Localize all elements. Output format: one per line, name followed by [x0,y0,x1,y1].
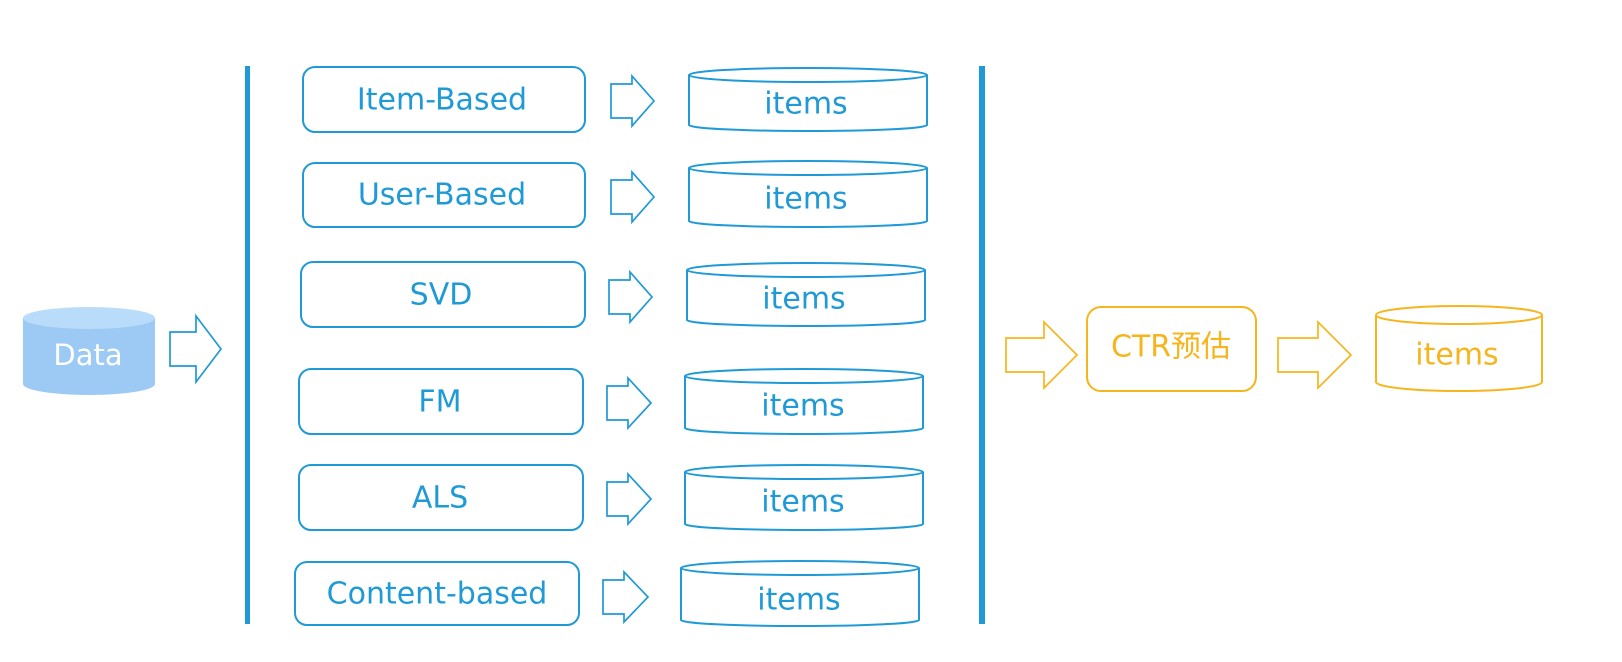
items-cylinder-top [684,368,924,384]
final-items-cylinder-body [1375,315,1543,392]
items-cylinder-body [684,472,924,531]
algorithm-label: ALS [412,481,468,516]
items-cylinder-body [686,270,926,327]
items-cylinder-top [684,464,924,480]
final-items-label: items [1415,338,1498,373]
items-cylinder-body [688,75,928,132]
ctr-estimation-label: CTR预估 [1111,330,1231,365]
algorithm-output-arrow [610,73,656,129]
algorithm-row: FM items [298,368,924,435]
algorithm-output-arrow [606,375,653,431]
data-cylinder-body [23,318,155,395]
items-cylinder-body [684,376,924,435]
algorithm-output-arrow [608,269,654,325]
algorithm-box-user-based [302,162,586,228]
items-cylinder-top [680,560,920,576]
items-cylinder-top [688,67,928,83]
algorithm-label: Item-Based [357,83,527,118]
algorithm-row: ALS items [298,464,924,531]
algorithm-output-arrow [602,569,650,625]
items-output-cylinder: items [688,67,928,132]
algorithm-box-svd [300,261,586,328]
algorithm-output-arrow [610,169,656,225]
items-cylinder-body [688,168,928,228]
items-output-label: items [761,485,844,520]
items-output-label: items [757,583,840,618]
algorithm-group-right-bracket [979,66,985,624]
algorithm-row: SVD items [300,261,926,328]
items-output-label: items [764,87,847,122]
algorithm-row: User-Based items [302,160,928,228]
algorithms-to-ranking-arrow [1005,319,1079,391]
data-source-label: Data [53,338,122,372]
items-output-cylinder: items [680,560,920,627]
data-to-algorithms-arrow [169,313,223,385]
algorithm-group-left-bracket [245,66,250,624]
algorithm-box-item-based [302,66,586,133]
algorithm-label: User-Based [358,178,526,213]
items-output-label: items [762,282,845,317]
algorithm-box-content-based [294,561,580,626]
items-output-cylinder: items [684,368,924,435]
final-items-cylinder: items [1375,305,1543,392]
ctr-estimation-box [1086,306,1257,392]
algorithm-box-fm [298,368,584,435]
ranking-to-output-arrow [1277,319,1353,391]
algorithm-output-arrow [606,471,653,527]
algorithm-label: Content-based [327,577,548,612]
items-cylinder-top [686,262,926,278]
items-cylinder-body [680,568,920,627]
data-source-cylinder: Data [23,307,155,395]
items-output-label: items [764,182,847,217]
algorithm-label: SVD [410,278,473,313]
items-output-cylinder: items [684,464,924,531]
items-output-cylinder: items [688,160,928,228]
final-items-cylinder-top [1375,305,1543,325]
algorithm-label: FM [418,385,461,420]
items-output-label: items [761,389,844,424]
items-cylinder-top [688,160,928,176]
algorithm-row: Item-Based items [302,66,928,133]
algorithm-row: Content-based items [294,560,920,627]
algorithm-box-als [298,464,584,531]
items-output-cylinder: items [686,262,926,327]
data-cylinder-top [23,307,155,329]
